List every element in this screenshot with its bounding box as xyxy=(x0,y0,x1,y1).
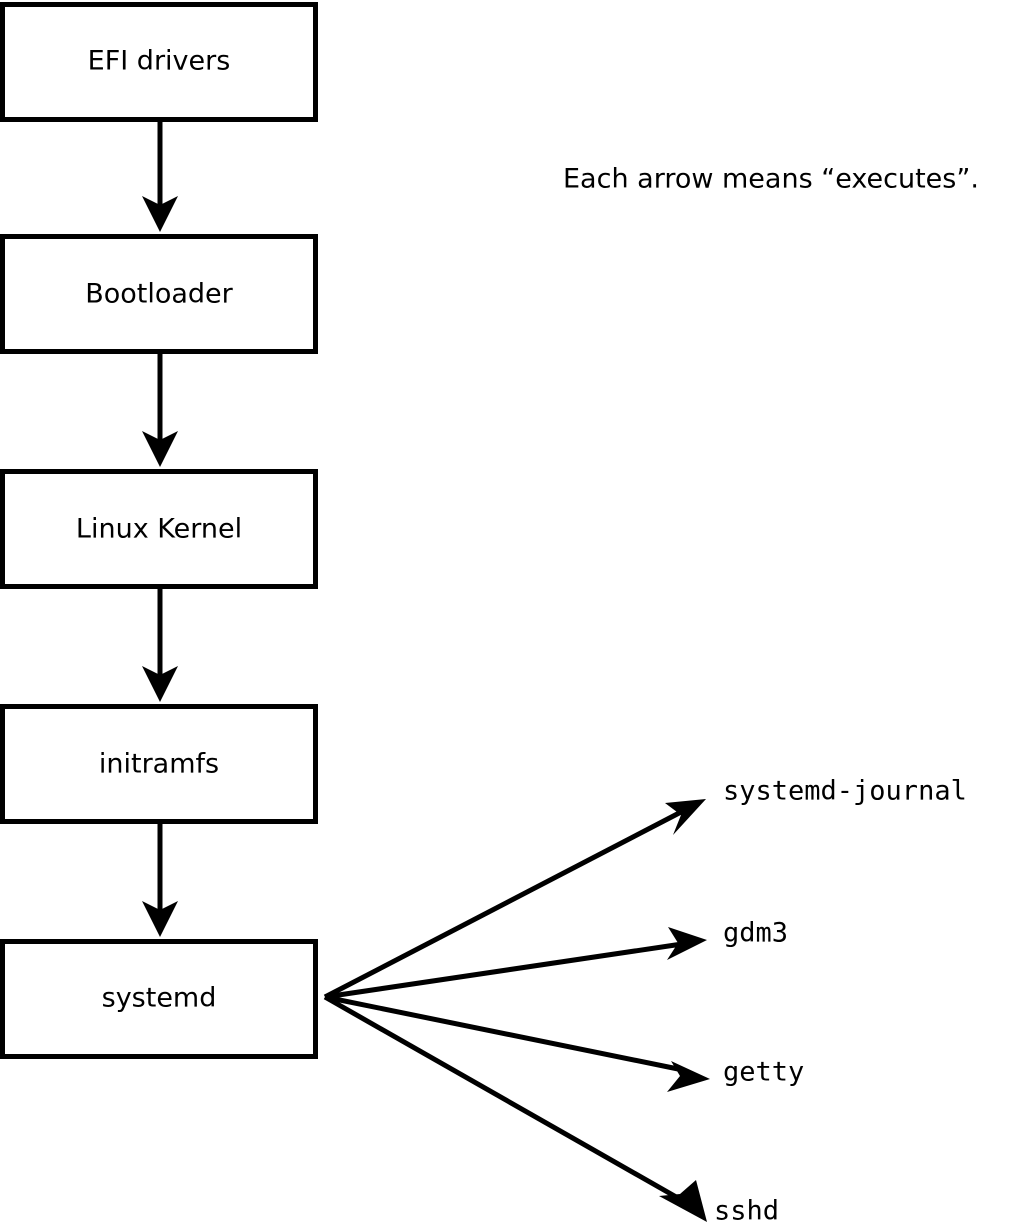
chain-connector-bootloader-to-kernel xyxy=(142,353,178,467)
leaf-label-systemd-journal: systemd-journal xyxy=(723,776,967,807)
leaf-label-getty: getty xyxy=(723,1057,804,1088)
node-label-initramfs: initramfs xyxy=(99,749,219,780)
node-label-bootloader: Bootloader xyxy=(85,279,233,310)
arrow-head-down-right-icon xyxy=(667,1061,710,1092)
arrow-head-down-icon xyxy=(142,666,178,702)
node-systemd[interactable]: systemd xyxy=(0,939,318,1059)
node-linux-kernel[interactable]: Linux Kernel xyxy=(0,469,318,589)
chain-connector-kernel-to-initramfs xyxy=(142,588,178,702)
arrow-head-up-right-icon xyxy=(665,799,706,835)
arrow-head-down-icon xyxy=(142,431,178,467)
leaf-label-gdm3: gdm3 xyxy=(723,918,788,949)
arrow-head-down-icon xyxy=(142,196,178,232)
node-efi-drivers[interactable]: EFI drivers xyxy=(0,2,318,122)
node-label-efi-drivers: EFI drivers xyxy=(88,46,231,77)
fanout-connector-sshd xyxy=(323,994,707,1222)
node-bootloader[interactable]: Bootloader xyxy=(0,234,318,354)
arrow-head-right-icon xyxy=(667,927,707,960)
node-label-linux-kernel: Linux Kernel xyxy=(76,514,242,545)
chain-connector-initramfs-to-systemd xyxy=(142,823,178,937)
node-label-systemd: systemd xyxy=(102,983,217,1014)
node-initramfs[interactable]: initramfs xyxy=(0,704,318,824)
leaf-label-sshd: sshd xyxy=(714,1196,779,1227)
fanout-connector-getty xyxy=(324,994,710,1092)
arrow-head-down-icon xyxy=(142,901,178,937)
legend-annotation: Each arrow means “executes”. xyxy=(563,164,979,195)
arrow-head-down-right-icon xyxy=(659,1180,707,1222)
fanout-connector-gdm3 xyxy=(324,927,707,1000)
fanout-connector-systemd-journal xyxy=(323,799,706,1000)
chain-connector-efi-to-bootloader xyxy=(142,118,178,232)
